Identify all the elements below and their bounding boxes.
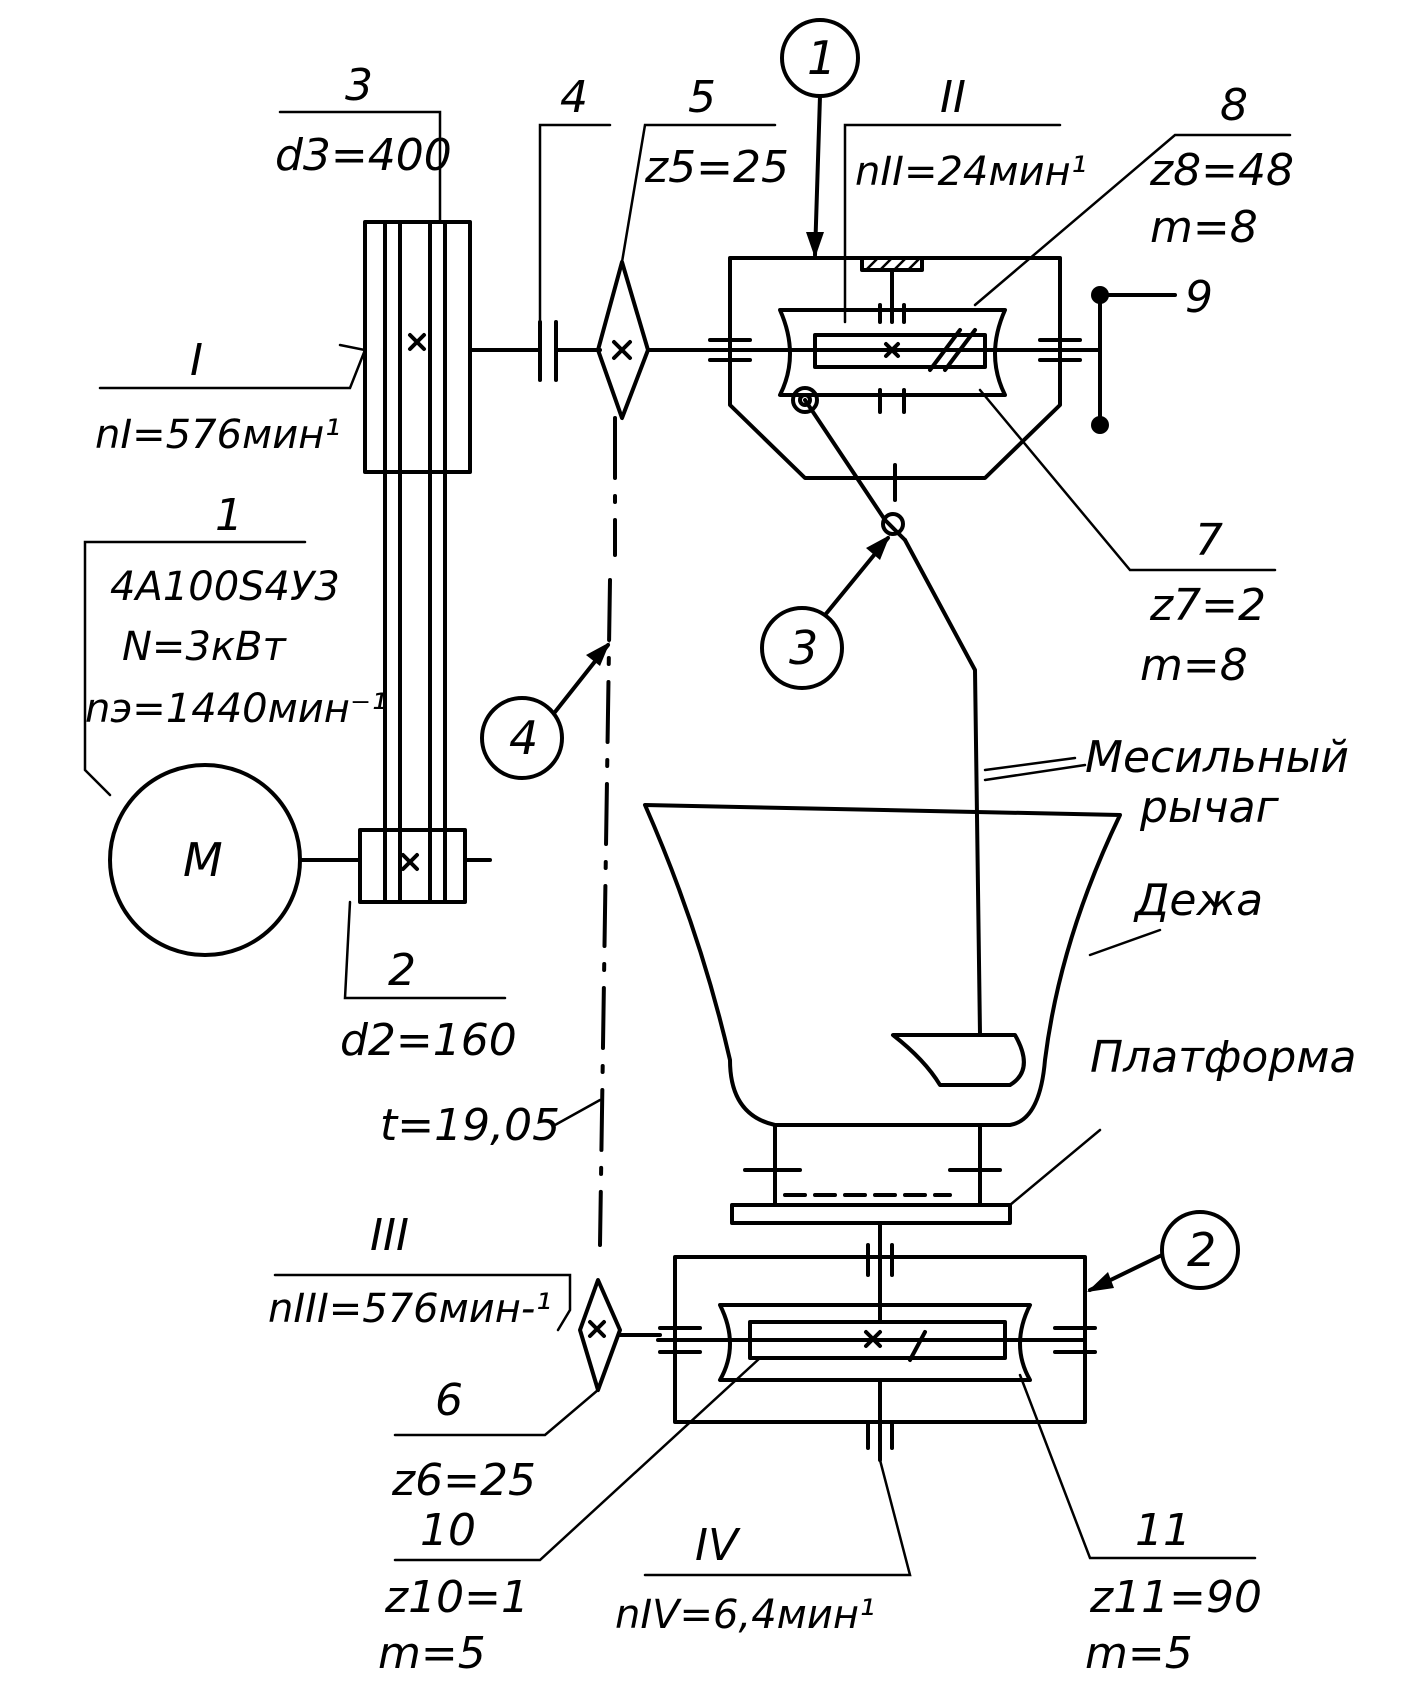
callout-4-label: 4: [509, 711, 538, 765]
text-labels: 1 2 3 4 M 1 4A100S4У3 N=3кВт nэ=1440мин⁻…: [85, 31, 1356, 1679]
shaft-III-speed: nIII=576мин-¹: [268, 1286, 551, 1332]
shaft-II-label: II: [940, 72, 966, 123]
worm-7-teeth: z7=2: [1149, 580, 1266, 631]
platform: [730, 1123, 1102, 1277]
coupling-number: 4: [560, 72, 588, 123]
worm-10-module: m=5: [378, 1628, 486, 1679]
callout-1: [780, 18, 860, 258]
worm-10-number: 10: [420, 1505, 476, 1556]
gear-11-teeth: z11=90: [1089, 1572, 1262, 1623]
crank: [1091, 286, 1177, 434]
callout-3: [760, 535, 890, 690]
gear-8-module: m=8: [1150, 202, 1258, 253]
sprocket-6-number: 6: [435, 1375, 463, 1426]
motor-power: N=3кВт: [122, 624, 287, 670]
lower-gearbox: [273, 1243, 1257, 1577]
shaft-I-label: I: [190, 335, 203, 386]
motor-number: 1: [215, 490, 243, 541]
shaft-I: [468, 123, 1102, 420]
lever-label-line1: Месильный: [1085, 732, 1349, 783]
shaft-II-speed: nII=24мин¹: [855, 149, 1087, 195]
pulley-2-diameter: d2=160: [340, 1015, 517, 1066]
bowl: [643, 803, 1162, 1127]
sprocket-5-teeth: z5=25: [644, 142, 789, 193]
gear-11-module: m=5: [1085, 1628, 1193, 1679]
upper-gearbox: [708, 123, 1292, 572]
chain: [598, 416, 617, 1247]
worm-7-module: m=8: [1140, 640, 1248, 691]
crank-number: 9: [1185, 272, 1213, 323]
kneading-lever: [803, 398, 1087, 1087]
lever-label-line2: рычаг: [1139, 782, 1280, 833]
sprocket-5-number: 5: [688, 72, 716, 123]
shaft-IV-speed: nIV=6,4мин¹: [615, 1592, 875, 1638]
shaft-I-speed: nI=576мин¹: [95, 412, 340, 458]
callout-3-label: 3: [789, 621, 818, 675]
shaft-IV-label: IV: [695, 1520, 741, 1571]
platform-label: Платформа: [1090, 1032, 1356, 1083]
callout-4: [480, 642, 610, 780]
gear-8-number: 8: [1220, 80, 1248, 131]
pulley-3-diameter: d3=400: [275, 130, 452, 181]
worm-7-number: 7: [1195, 515, 1223, 566]
motor-symbol: M: [183, 833, 223, 887]
chain-pitch: t=19,05: [380, 1100, 560, 1151]
callout-2: [1087, 1210, 1240, 1292]
shaft-III-label: III: [370, 1210, 409, 1261]
pulley-2-number: 2: [388, 945, 416, 996]
motor-speed: nэ=1440мин⁻¹: [85, 686, 387, 732]
bowl-label: Дежа: [1133, 875, 1263, 926]
sprocket-6-teeth: z6=25: [391, 1455, 536, 1506]
gear-8-teeth: z8=48: [1149, 145, 1294, 196]
worm-10-teeth: z10=1: [384, 1572, 529, 1623]
motor-model: 4A100S4У3: [110, 564, 340, 610]
motor: [83, 540, 362, 957]
pulley-3-number: 3: [345, 60, 373, 111]
belt-drive: [98, 110, 507, 1000]
callout-2-label: 2: [1187, 1223, 1216, 1277]
gear-11-number: 11: [1135, 1505, 1191, 1556]
callout-1-label: 1: [807, 31, 836, 85]
